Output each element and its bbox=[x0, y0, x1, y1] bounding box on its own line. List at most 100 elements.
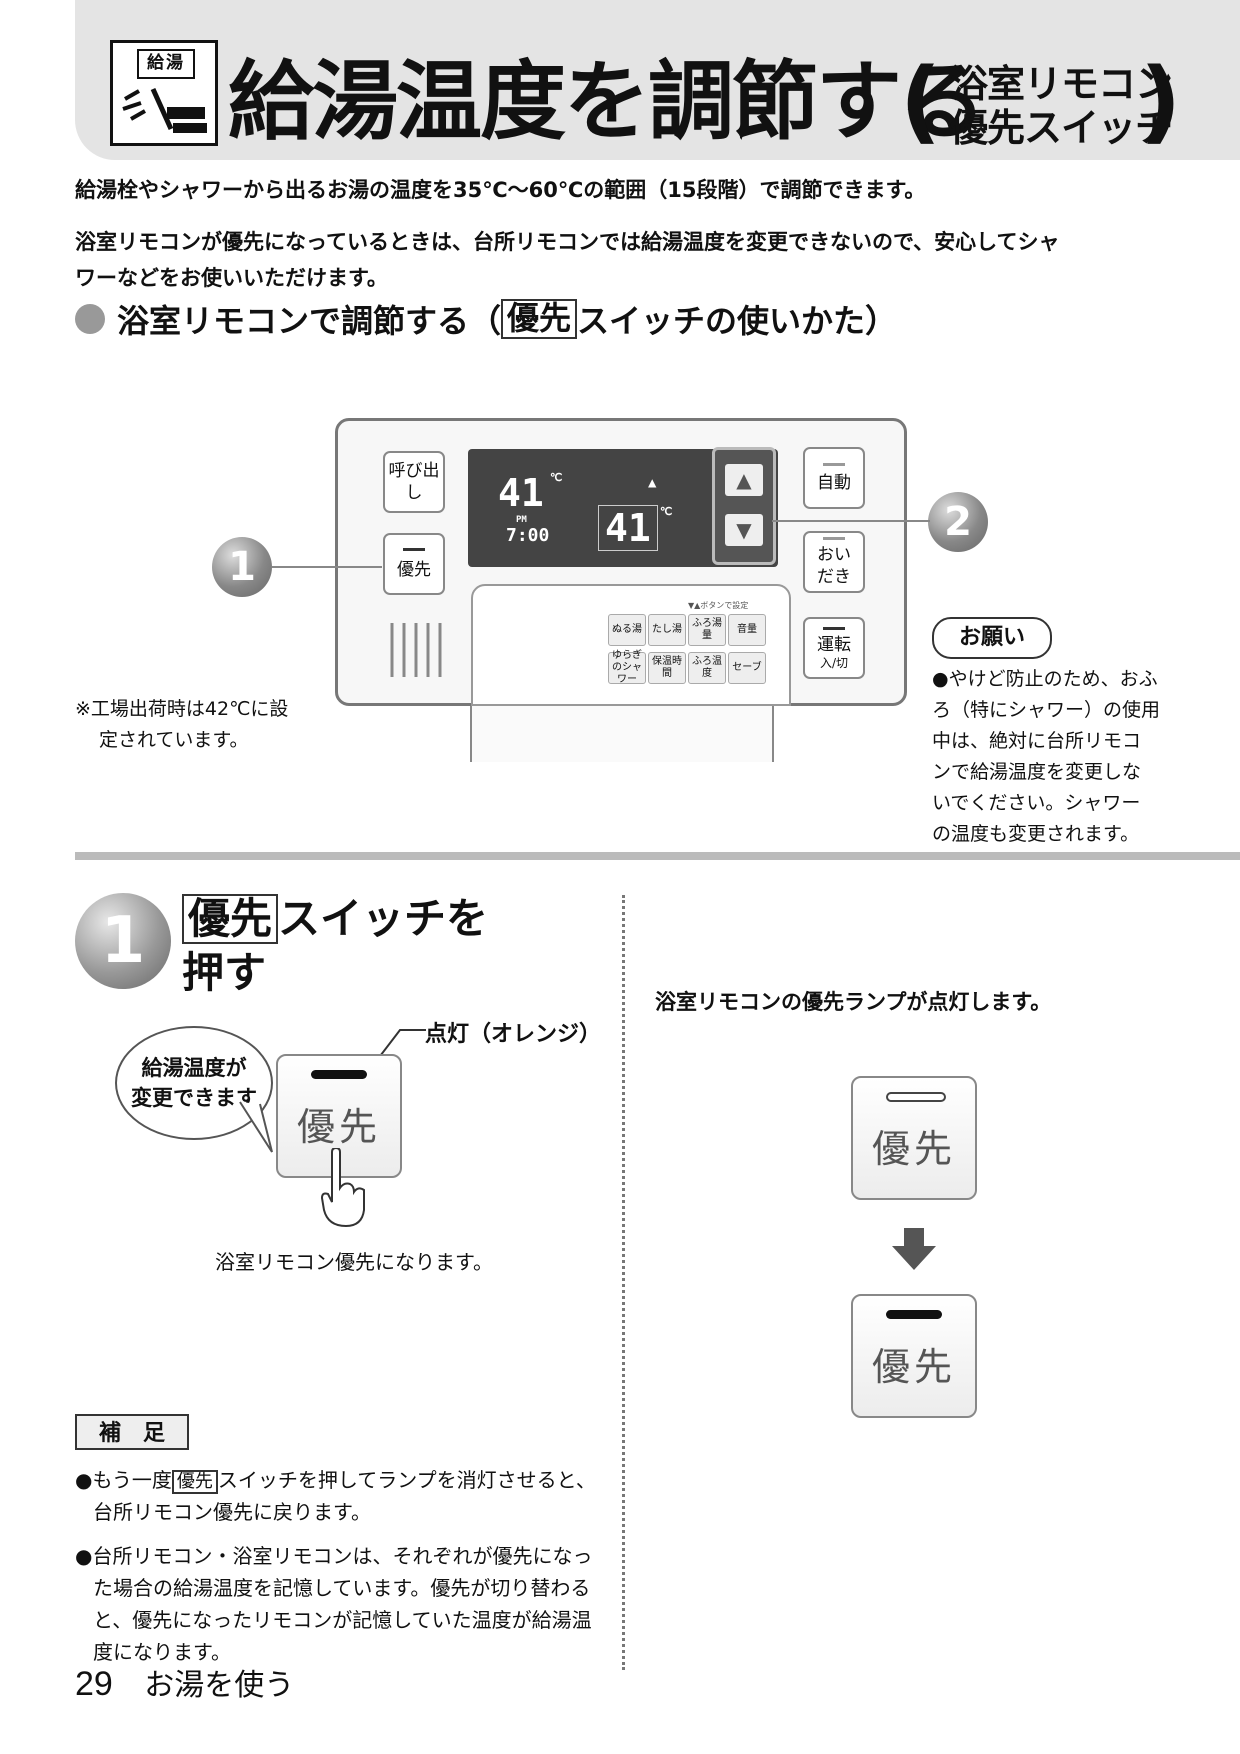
add-water-button[interactable]: たし湯 bbox=[648, 614, 686, 646]
intro-line2: 浴室リモコンが優先になっているときは、台所リモコンでは給湯温度を変更できないので… bbox=[75, 230, 1060, 254]
flame-icon: ▲ bbox=[648, 475, 657, 491]
priority-lamp-on bbox=[886, 1310, 942, 1319]
factory-note-line1: ※工場出荷時は42℃に設 bbox=[75, 698, 289, 720]
section-suffix: スイッチの使いかた） bbox=[577, 302, 898, 340]
request-line: いでください。シャワー bbox=[932, 792, 1141, 814]
section-divider bbox=[75, 852, 1240, 860]
callout-two-line bbox=[772, 520, 930, 522]
power-label: 運転 bbox=[817, 634, 851, 655]
updown-frame: ▲ ▼ bbox=[712, 447, 776, 565]
factory-note: ※工場出荷時は42℃に設 定されています。 bbox=[75, 694, 288, 756]
priority-button-before: 優先 bbox=[851, 1076, 977, 1200]
reheat-lamp bbox=[823, 536, 845, 540]
supplement-item: ●台所リモコン・浴室リモコンは、それぞれが優先になった場合の給湯温度を記憶してい… bbox=[75, 1544, 593, 1664]
step-title: 優先スイッチを 押す bbox=[182, 892, 488, 1000]
reheat-label: おいだき bbox=[817, 544, 851, 587]
up-button[interactable]: ▲ bbox=[725, 464, 763, 496]
lcd-pm: PM bbox=[516, 515, 527, 525]
supplement-label: 補 足 bbox=[75, 1414, 189, 1450]
lcd-temp2: 41 bbox=[598, 505, 658, 551]
priority-label: 優先 bbox=[397, 559, 431, 580]
request-line: ●やけど防止のため、おふ bbox=[932, 668, 1158, 690]
priority-lamp-on bbox=[311, 1070, 367, 1079]
step-result-text: 浴室リモコンの優先ランプが点灯します。 bbox=[655, 990, 1052, 1014]
request-line: ンで給湯温度を変更しな bbox=[932, 761, 1142, 783]
supplement-list: ●もう一度優先スイッチを押してランプを消灯させると、台所リモコン優先に戻ります。… bbox=[75, 1464, 605, 1680]
priority-after-label: 優先 bbox=[871, 1345, 956, 1389]
lcd-temp1: 41 bbox=[498, 471, 544, 515]
step-title-rest: スイッチを bbox=[278, 894, 489, 943]
step-title-line2: 押す bbox=[182, 948, 267, 997]
footer: 29 お湯を使う bbox=[75, 1660, 294, 1704]
lcd-unit2: ℃ bbox=[660, 505, 673, 518]
save-button[interactable]: セーブ bbox=[728, 652, 766, 684]
callout-two: 2 bbox=[928, 492, 988, 552]
button-panel: ▼▲ボタンで設定 ぬる湯 たし湯 ふろ湯量 音量 ゆらぎのシャワー 保温時間 ふ… bbox=[471, 584, 791, 706]
power-lamp bbox=[823, 626, 845, 630]
bubble-line2: 変更できます bbox=[131, 1086, 257, 1110]
supplement-item1-b: スイッチを押してランプを消灯させると、台所リモコン優先に戻ります。 bbox=[93, 1468, 596, 1524]
lamp-leader-line bbox=[373, 1029, 426, 1065]
request-line: ろ（特にシャワー）の使用 bbox=[932, 699, 1161, 721]
lamp-label: 点灯（オレンジ） bbox=[425, 1022, 602, 1047]
priority-button-large-label: 優先 bbox=[296, 1105, 381, 1149]
priority-button[interactable]: 優先 bbox=[383, 533, 445, 595]
auto-lamp bbox=[823, 462, 845, 466]
hot-water-icon: 給湯 bbox=[110, 40, 218, 146]
call-button[interactable]: 呼び出し bbox=[383, 451, 445, 513]
priority-before-label: 優先 bbox=[871, 1127, 956, 1171]
faucet-icon bbox=[122, 87, 207, 133]
lcd-time: 7:00 bbox=[506, 525, 550, 546]
step-number: 1 bbox=[75, 893, 171, 989]
bubble-line1: 給湯温度が bbox=[141, 1056, 247, 1080]
remote-stand bbox=[470, 700, 774, 762]
subtitle-line2: 優先スイッチ bbox=[950, 106, 1173, 150]
page-subtitle: 浴室リモコン 優先スイッチ bbox=[950, 62, 1173, 150]
section-title: 浴室リモコンで調節する（ 優先 スイッチの使いかた） bbox=[75, 296, 897, 342]
section-bullet-icon bbox=[75, 304, 105, 334]
intro-line1: 給湯栓やシャワーから出るお湯の温度を35℃〜60℃の範囲（15段階）で調節できま… bbox=[75, 178, 926, 202]
section-prefix: 浴室リモコンで調節する（ bbox=[117, 302, 502, 340]
priority-lamp-off bbox=[886, 1092, 946, 1102]
section-key: 優先 bbox=[501, 299, 578, 339]
power-button[interactable]: 運転 入/切 bbox=[803, 617, 865, 679]
header-band bbox=[75, 0, 1240, 160]
request-line: の温度も変更されます。 bbox=[932, 823, 1140, 845]
pressing-finger-icon bbox=[320, 1148, 365, 1228]
paren-close: ) bbox=[1140, 49, 1182, 154]
paren-open: ( bbox=[900, 49, 942, 154]
auto-button[interactable]: 自動 bbox=[803, 447, 865, 509]
bath-temp-button[interactable]: ふろ温度 bbox=[688, 652, 726, 684]
subtitle-line1: 浴室リモコン bbox=[950, 62, 1173, 106]
page-number: 29 bbox=[75, 1665, 113, 1703]
speaker-grille-icon bbox=[388, 621, 448, 683]
sound-volume-button[interactable]: 音量 bbox=[728, 614, 766, 646]
intro-line3: ワーなどをお使いいただけます。 bbox=[75, 266, 388, 290]
down-button[interactable]: ▼ bbox=[725, 514, 763, 546]
column-divider bbox=[622, 895, 625, 1670]
step-caption: 浴室リモコン優先になります。 bbox=[215, 1250, 493, 1274]
icon-tag: 給湯 bbox=[137, 49, 195, 79]
supplement-item: ●もう一度優先スイッチを押してランプを消灯させると、台所リモコン優先に戻ります。 bbox=[75, 1464, 605, 1528]
request-badge: お願い bbox=[932, 617, 1052, 659]
bath-remote: 呼び出し 優先 41 ℃ PM 7:00 41 ℃ ▲ ▲ ▼ 自動 おいだき … bbox=[335, 418, 907, 706]
supplement-key: 優先 bbox=[171, 1470, 218, 1494]
chapter-name: お湯を使う bbox=[144, 1669, 295, 1702]
lukewarm-button[interactable]: ぬる湯 bbox=[608, 614, 646, 646]
request-text: ●やけど防止のため、おふ ろ（特にシャワー）の使用 中は、絶対に台所リモコ ンで… bbox=[932, 664, 1182, 850]
arrow-down-icon bbox=[892, 1228, 936, 1270]
supplement-item1-a: ●もう一度 bbox=[75, 1468, 172, 1492]
priority-lamp bbox=[403, 547, 425, 551]
callout-one: 1 bbox=[212, 537, 272, 597]
fluctuating-shower-button[interactable]: ゆらぎのシャワー bbox=[608, 650, 646, 685]
factory-note-line2: 定されています。 bbox=[99, 729, 249, 751]
keep-warm-time-button[interactable]: 保温時間 bbox=[648, 652, 686, 684]
priority-button-after: 優先 bbox=[851, 1294, 977, 1418]
lcd-unit1: ℃ bbox=[550, 471, 563, 484]
callout-one-line bbox=[272, 566, 382, 568]
step-key: 優先 bbox=[182, 894, 279, 945]
bath-volume-button[interactable]: ふろ湯量 bbox=[688, 614, 726, 646]
request-line: 中は、絶対に台所リモコ bbox=[932, 730, 1142, 752]
panel-hint: ▼▲ボタンで設定 bbox=[688, 601, 749, 610]
reheat-button[interactable]: おいだき bbox=[803, 531, 865, 593]
